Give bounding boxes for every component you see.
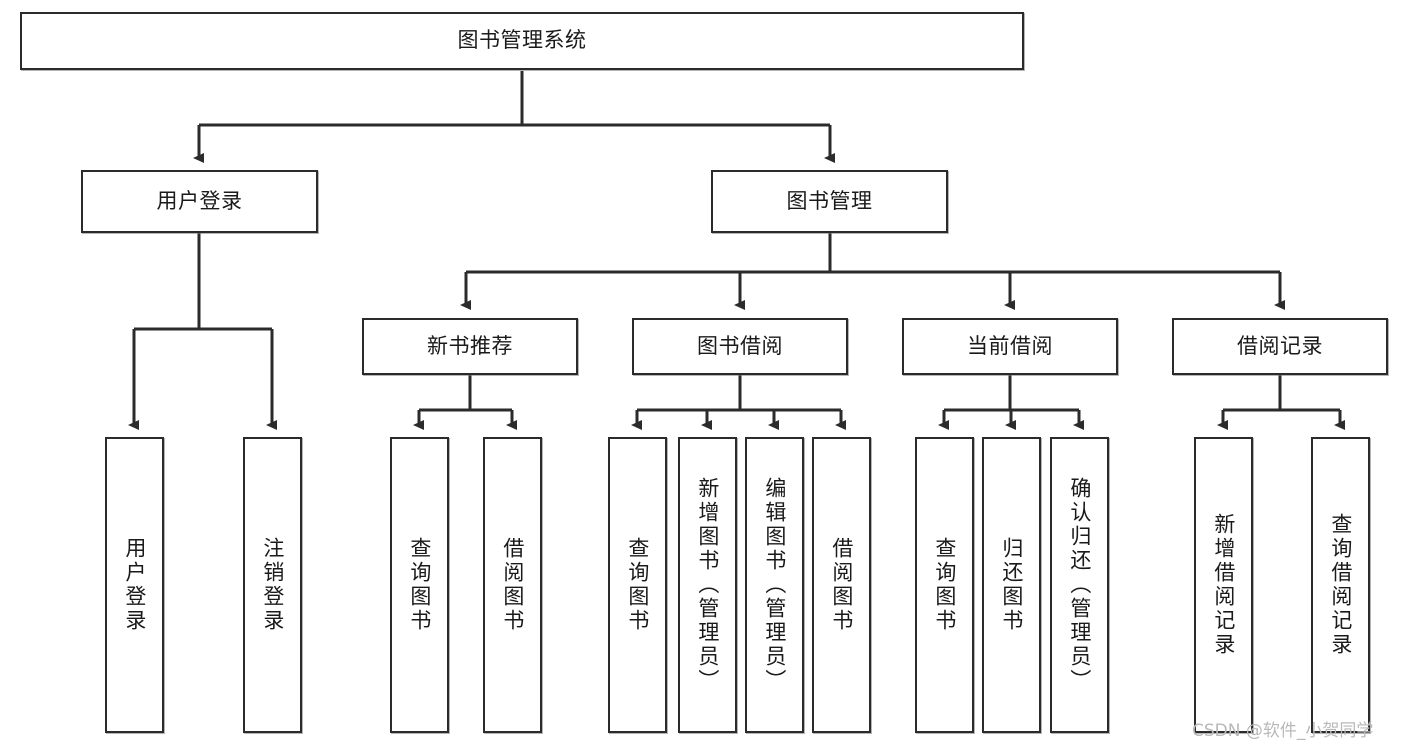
leaf-user-login[interactable]: 用户登录 [105, 437, 164, 733]
leaf-borrow-book-1[interactable]: 借阅图书 [483, 437, 542, 733]
leaf-query-book-1-label: 查询图书 [407, 537, 432, 633]
node-root[interactable]: 图书管理系统 [20, 12, 1024, 70]
leaf-edit-book[interactable]: 编辑图书（管理员） [745, 437, 804, 733]
node-new-book-recommend-label: 新书推荐 [427, 333, 513, 358]
leaf-query-book-3-label: 查询图书 [932, 537, 957, 633]
leaf-confirm-return-label: 确认归还（管理员） [1067, 477, 1092, 693]
leaf-user-logout-label: 注销登录 [260, 537, 285, 633]
node-book-manage[interactable]: 图书管理 [711, 170, 948, 233]
csdn-watermark: CSDN @软件_小贺同学 [1192, 721, 1374, 741]
leaf-edit-book-label: 编辑图书（管理员） [762, 477, 787, 693]
leaf-return-book[interactable]: 归还图书 [982, 437, 1041, 733]
leaf-add-book[interactable]: 新增图书（管理员） [678, 437, 737, 733]
leaf-query-book-2-label: 查询图书 [625, 537, 650, 633]
leaf-user-login-label: 用户登录 [122, 537, 147, 633]
node-book-borrow[interactable]: 图书借阅 [632, 318, 848, 375]
leaf-user-logout[interactable]: 注销登录 [243, 437, 302, 733]
leaf-borrow-book-2-label: 借阅图书 [829, 537, 854, 633]
leaf-query-borrow-record-label: 查询借阅记录 [1328, 513, 1353, 657]
node-root-label: 图书管理系统 [457, 28, 587, 53]
leaf-confirm-return[interactable]: 确认归还（管理员） [1050, 437, 1109, 733]
leaf-borrow-book-2[interactable]: 借阅图书 [812, 437, 871, 733]
leaf-query-book-2[interactable]: 查询图书 [608, 437, 667, 733]
node-current-borrow[interactable]: 当前借阅 [902, 318, 1118, 375]
leaf-add-borrow-record-label: 新增借阅记录 [1211, 513, 1236, 657]
leaf-query-book-1[interactable]: 查询图书 [390, 437, 449, 733]
node-borrow-record-label: 借阅记录 [1237, 333, 1323, 358]
node-book-borrow-label: 图书借阅 [697, 333, 783, 358]
leaf-query-borrow-record[interactable]: 查询借阅记录 [1311, 437, 1370, 733]
leaf-add-book-label: 新增图书（管理员） [695, 477, 720, 693]
node-user-login[interactable]: 用户登录 [81, 170, 318, 233]
node-book-manage-label: 图书管理 [786, 188, 873, 213]
leaf-query-book-3[interactable]: 查询图书 [915, 437, 974, 733]
leaf-add-borrow-record[interactable]: 新增借阅记录 [1194, 437, 1253, 733]
node-borrow-record[interactable]: 借阅记录 [1172, 318, 1388, 375]
node-user-login-label: 用户登录 [156, 188, 243, 213]
leaf-borrow-book-1-label: 借阅图书 [500, 537, 525, 633]
node-current-borrow-label: 当前借阅 [967, 333, 1053, 358]
leaf-return-book-label: 归还图书 [999, 537, 1024, 633]
node-new-book-recommend[interactable]: 新书推荐 [362, 318, 578, 375]
